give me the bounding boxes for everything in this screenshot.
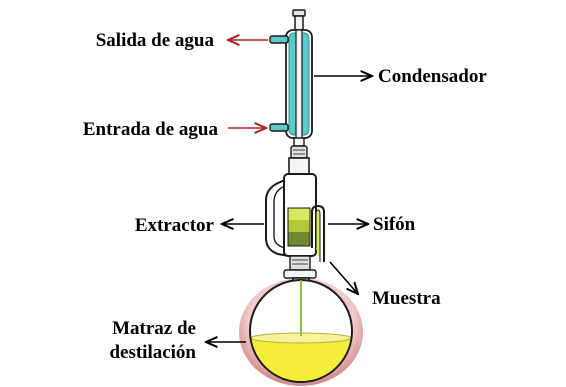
arrows bbox=[206, 40, 372, 342]
sample-arrow bbox=[329, 261, 358, 294]
sample-bottom bbox=[288, 232, 310, 246]
label-siphon: Sifón bbox=[373, 214, 416, 235]
extractor bbox=[265, 157, 325, 279]
label-flask-line1: Matraz de bbox=[112, 318, 196, 339]
sample-middle bbox=[288, 220, 310, 232]
distillation-flask bbox=[239, 277, 363, 386]
condenser bbox=[269, 9, 313, 159]
label-sample: Muestra bbox=[372, 288, 441, 309]
label-water-in: Entrada de agua bbox=[83, 119, 219, 140]
label-extractor: Extractor bbox=[135, 215, 215, 236]
sample-top bbox=[288, 208, 310, 220]
label-flask-line2: destilación bbox=[109, 342, 196, 363]
label-water-out: Salida de agua bbox=[96, 30, 215, 51]
label-condenser: Condensador bbox=[378, 66, 487, 87]
